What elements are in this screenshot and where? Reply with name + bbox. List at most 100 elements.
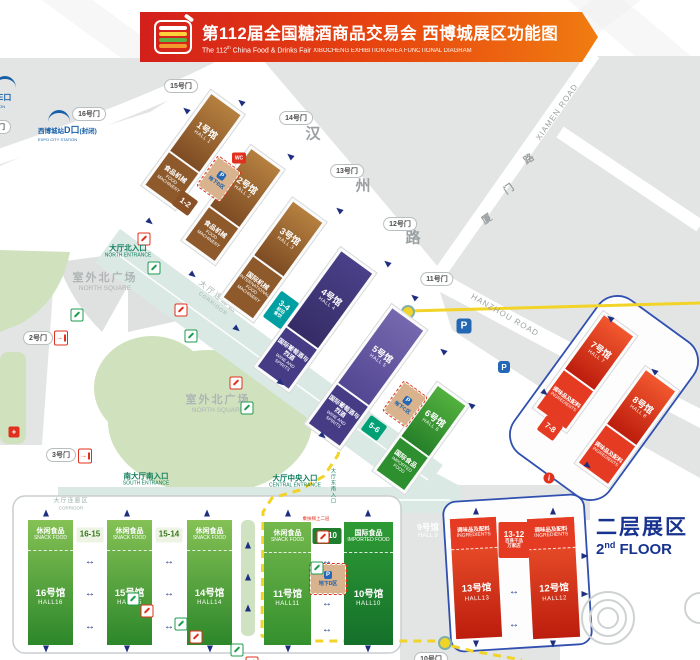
two-way-arrow-icon: ↔ [164,556,174,567]
escalator-up-icon [70,308,84,322]
escalator-down-icon [316,530,330,544]
escalator-up-icon [240,401,254,415]
title-banner: 第112届全国糖酒商品交易会 西博城展区功能图 The 112th China … [140,12,598,62]
pedestrian-arrow-icon [245,541,251,549]
gate-10: 10号门 [414,652,448,660]
second-floor-label: 二层展区 2nd FLOOR [596,516,688,559]
pedestrian-arrow-icon [581,553,589,559]
corridor-label: 大厅连廊区 CORRIDOR [53,498,89,512]
escalator-down-icon [140,604,154,618]
gate-1: 1号门 [0,120,11,134]
banner-subtitle: The 112th China Food & Drinks Fair XIBOC… [202,44,472,55]
two-way-arrow-icon: ↔ [85,588,95,599]
pedestrian-arrow-icon [550,640,556,648]
escalator-down-icon [245,656,259,660]
gate-3: 3号门 [46,448,76,462]
gate-12: 12号门 [383,217,417,231]
metro-station-d: 西博城站D口(封闭) EXPO CITY STATION [38,125,97,143]
road-hanzhou-char: 汉 [305,125,321,143]
pedestrian-arrow-icon [285,645,291,653]
two-way-arrow-icon: ↔ [322,556,332,567]
two-way-arrow-icon: ↔ [322,624,332,635]
banner-title: 第112届全国糖酒商品交易会 西博城展区功能图 [202,24,559,43]
pedestrian-arrow-icon [204,509,210,517]
gate-14: 14号门 [279,111,313,125]
metro-roof-icon [0,76,16,88]
pedestrian-arrow-icon [43,645,49,653]
two-way-arrow-icon: ↔ [509,586,519,597]
pedestrian-arrow-icon [365,645,371,653]
escalator-down-icon [137,232,151,246]
pedestrian-arrow-icon [285,509,291,517]
pedestrian-arrow-icon [245,604,251,612]
north-square-label: 室外北广场 NORTH SQUARE [72,271,138,292]
entrance-door-icon: → [78,448,92,464]
medical-icon: + [8,426,20,438]
pedestrian-arrow-icon [550,507,556,515]
pedestrian-arrow-icon [245,573,251,581]
road-hanzhou-char: 路 [405,229,421,247]
two-way-arrow-icon: ↔ [85,621,95,632]
two-way-arrow-icon: ↔ [164,621,174,632]
pedestrian-arrow-icon [43,509,49,517]
escalator-up-icon [184,329,198,343]
hall-9-label: 9号馆 HALL 9 [417,521,439,539]
escalator-up-icon [147,261,161,275]
pedestrian-arrow-icon [365,509,371,517]
fair-cup-logo-icon [154,20,192,54]
pedestrian-arrow-icon [124,509,130,517]
north-square-label: 室外北广场 NORTH SQUARE [185,393,251,414]
east-entrance-label: 大厅东南入口 [330,468,336,504]
wc-icon: WC [232,152,246,164]
pedestrian-arrow-icon [581,591,589,597]
two-way-arrow-icon: ↔ [164,588,174,599]
two-way-arrow-icon: ↔ [322,598,332,609]
gate-13: 13号门 [330,164,364,178]
gate-16: 16号门 [72,107,106,121]
two-way-arrow-icon: ↔ [85,556,95,567]
gate-15: 15号门 [164,79,198,93]
badge-16-15: 16-15 [76,527,104,543]
metro-roof-icon [48,110,70,122]
road-hanzhou-char: 州 [355,177,371,195]
escalator-up-icon [126,592,140,606]
badge-15-14: 15-14 [155,527,183,543]
parking-icon: P [498,361,510,373]
parking-icon: P [456,318,472,334]
escalator-down-icon [174,303,188,317]
gate-2: 2号门 [23,331,53,345]
escalator-up-icon [230,643,244,657]
info-icon: i [543,472,555,484]
pedestrian-arrow-icon [473,507,479,515]
two-way-arrow-icon: ↔ [509,619,519,630]
pedestrian-arrow-icon [207,645,213,653]
pedestrian-arrow-icon [473,640,479,648]
escalator-down-icon [229,376,243,390]
escalator-up-icon [174,617,188,631]
metro-station-e: 西博城站E口 EXPO CITY STATION [0,93,12,110]
escalator-down-icon [189,630,203,644]
escalator-note: 乘扶梯上二层 [302,516,330,521]
entrance-door-icon: → [54,330,68,346]
escalator-up-icon [310,561,324,575]
pedestrian-arrow-icon [124,645,130,653]
